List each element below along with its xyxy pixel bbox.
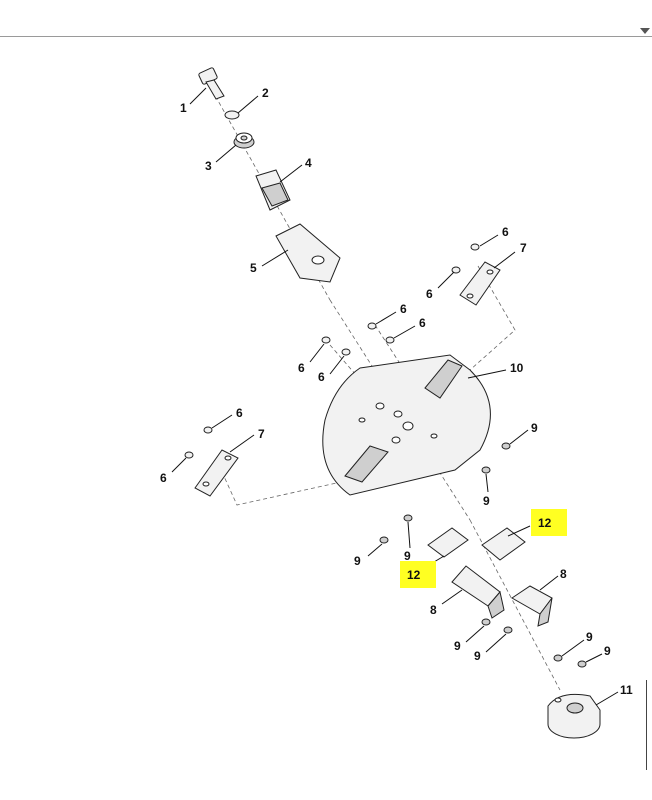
callout-labels: 1 2 3 4 5 6 7 6 6 6 6 6 10 6 7 6 9 9 12 … bbox=[160, 86, 633, 697]
callout-9e[interactable]: 9 bbox=[454, 639, 461, 653]
part-motor-housing bbox=[547, 693, 601, 739]
callout-6e[interactable]: 6 bbox=[298, 361, 305, 375]
part-side-bracket-upper bbox=[459, 261, 501, 306]
callout-9f[interactable]: 9 bbox=[474, 649, 481, 663]
callout-9a[interactable]: 9 bbox=[531, 421, 538, 435]
callout-4[interactable]: 4 bbox=[305, 156, 312, 170]
callout-6c[interactable]: 6 bbox=[400, 302, 407, 316]
callout-9c[interactable]: 9 bbox=[354, 554, 361, 568]
part-main-plate bbox=[322, 354, 491, 496]
nut-hardware-group bbox=[379, 442, 587, 668]
page-edge-line bbox=[646, 680, 647, 770]
part-angle-bracket-left bbox=[451, 565, 505, 619]
callout-6b[interactable]: 6 bbox=[426, 287, 433, 301]
callout-3[interactable]: 3 bbox=[205, 159, 212, 173]
part-angle-bracket-right bbox=[511, 585, 553, 627]
screw-hardware-group bbox=[184, 243, 480, 459]
part-pad-right bbox=[481, 527, 526, 561]
part-washer bbox=[224, 110, 240, 120]
highlight-box-12b bbox=[400, 561, 436, 588]
callout-11[interactable]: 11 bbox=[620, 683, 633, 697]
callout-6h[interactable]: 6 bbox=[160, 471, 167, 485]
callout-6g[interactable]: 6 bbox=[236, 406, 243, 420]
callout-6f[interactable]: 6 bbox=[318, 370, 325, 384]
part-pad-left bbox=[427, 527, 469, 558]
callout-10[interactable]: 10 bbox=[510, 361, 524, 375]
callout-5[interactable]: 5 bbox=[250, 261, 257, 275]
part-side-bracket-lower bbox=[194, 449, 239, 497]
callout-12b[interactable]: 12 bbox=[407, 568, 421, 582]
header-divider bbox=[0, 36, 652, 37]
part-block bbox=[255, 169, 291, 211]
callout-9g[interactable]: 9 bbox=[586, 630, 593, 644]
callout-9d[interactable]: 9 bbox=[404, 549, 411, 563]
part-bolt bbox=[198, 67, 225, 100]
callout-7a[interactable]: 7 bbox=[520, 241, 527, 255]
highlight-box-12a bbox=[531, 509, 567, 536]
callout-6d[interactable]: 6 bbox=[419, 316, 426, 330]
callout-6a[interactable]: 6 bbox=[502, 225, 509, 239]
callout-7b[interactable]: 7 bbox=[258, 427, 265, 441]
callout-1[interactable]: 1 bbox=[180, 101, 187, 115]
callout-8b[interactable]: 8 bbox=[430, 603, 437, 617]
callout-2[interactable]: 2 bbox=[262, 86, 269, 100]
callout-8a[interactable]: 8 bbox=[560, 567, 567, 581]
scroll-arrow-icon[interactable] bbox=[640, 28, 650, 34]
part-spacer bbox=[233, 132, 255, 149]
callout-12a[interactable]: 12 bbox=[538, 516, 552, 530]
callout-9h[interactable]: 9 bbox=[604, 644, 611, 658]
callout-9b[interactable]: 9 bbox=[483, 494, 490, 508]
part-mount-bracket bbox=[275, 223, 341, 283]
